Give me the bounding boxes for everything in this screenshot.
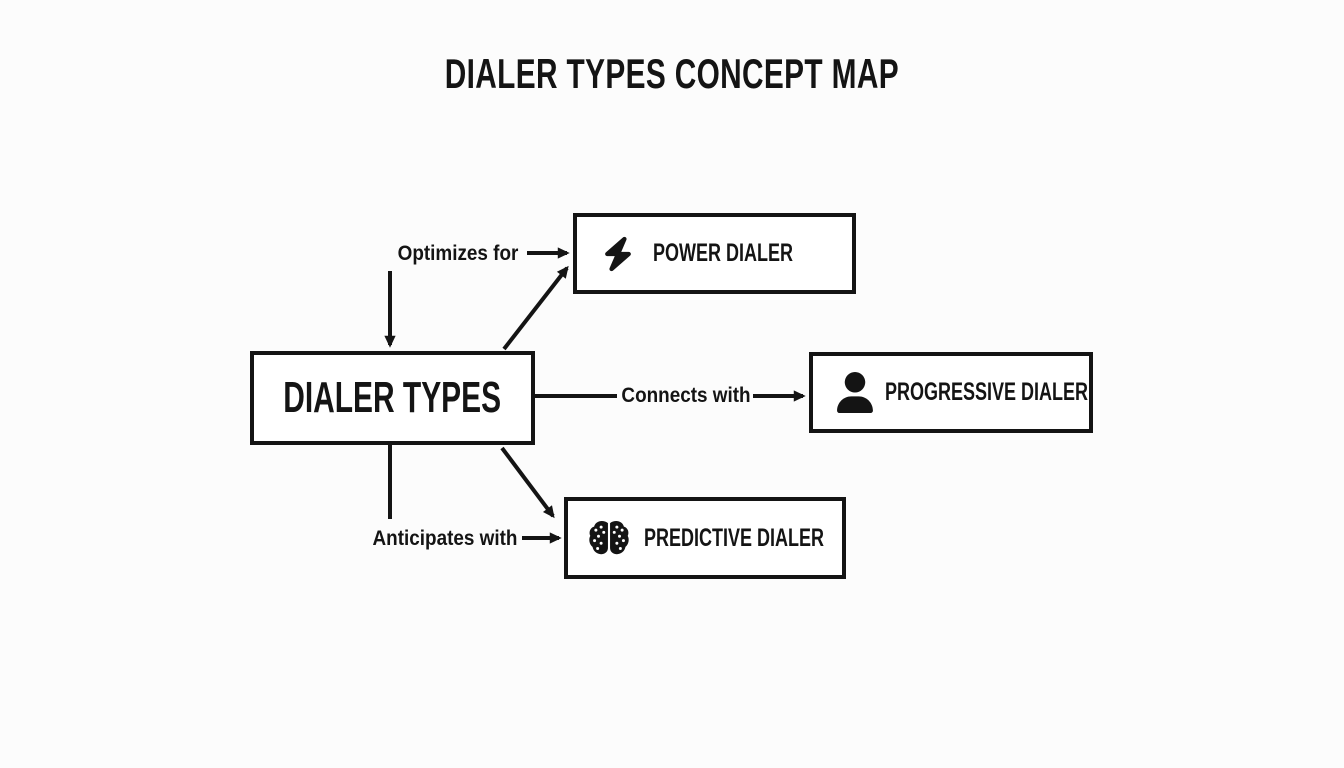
- node-progressive-dialer-label: PROGRESSIVE DIALER: [885, 378, 1089, 406]
- arrow-central-to-power: [502, 265, 569, 351]
- edge-label-optimizes-for: Optimizes for: [397, 242, 519, 265]
- person-icon: [837, 372, 873, 413]
- node-power-dialer: POWER DIALER: [573, 213, 856, 294]
- node-predictive-dialer-label: PREDICTIVE DIALER: [644, 523, 825, 552]
- node-power-dialer-label: POWER DIALER: [653, 239, 794, 267]
- edge-label-connects-with: Connects with: [621, 384, 751, 407]
- node-predictive-dialer: PREDICTIVE DIALER: [564, 497, 846, 579]
- node-dialer-types: DIALER TYPES: [250, 351, 535, 445]
- node-progressive-dialer: PROGRESSIVE DIALER: [809, 352, 1093, 433]
- edge-label-anticipates-with: Anticipates with: [372, 527, 518, 550]
- brain-icon: [588, 519, 630, 557]
- page-title-text: DIALER TYPES CONCEPT MAP: [444, 50, 900, 97]
- lightning-bolt-icon: [603, 234, 633, 274]
- node-dialer-types-label: DIALER TYPES: [283, 373, 502, 422]
- arrow-central-to-predictive: [500, 446, 555, 519]
- page-title: DIALER TYPES CONCEPT MAP: [0, 50, 1344, 98]
